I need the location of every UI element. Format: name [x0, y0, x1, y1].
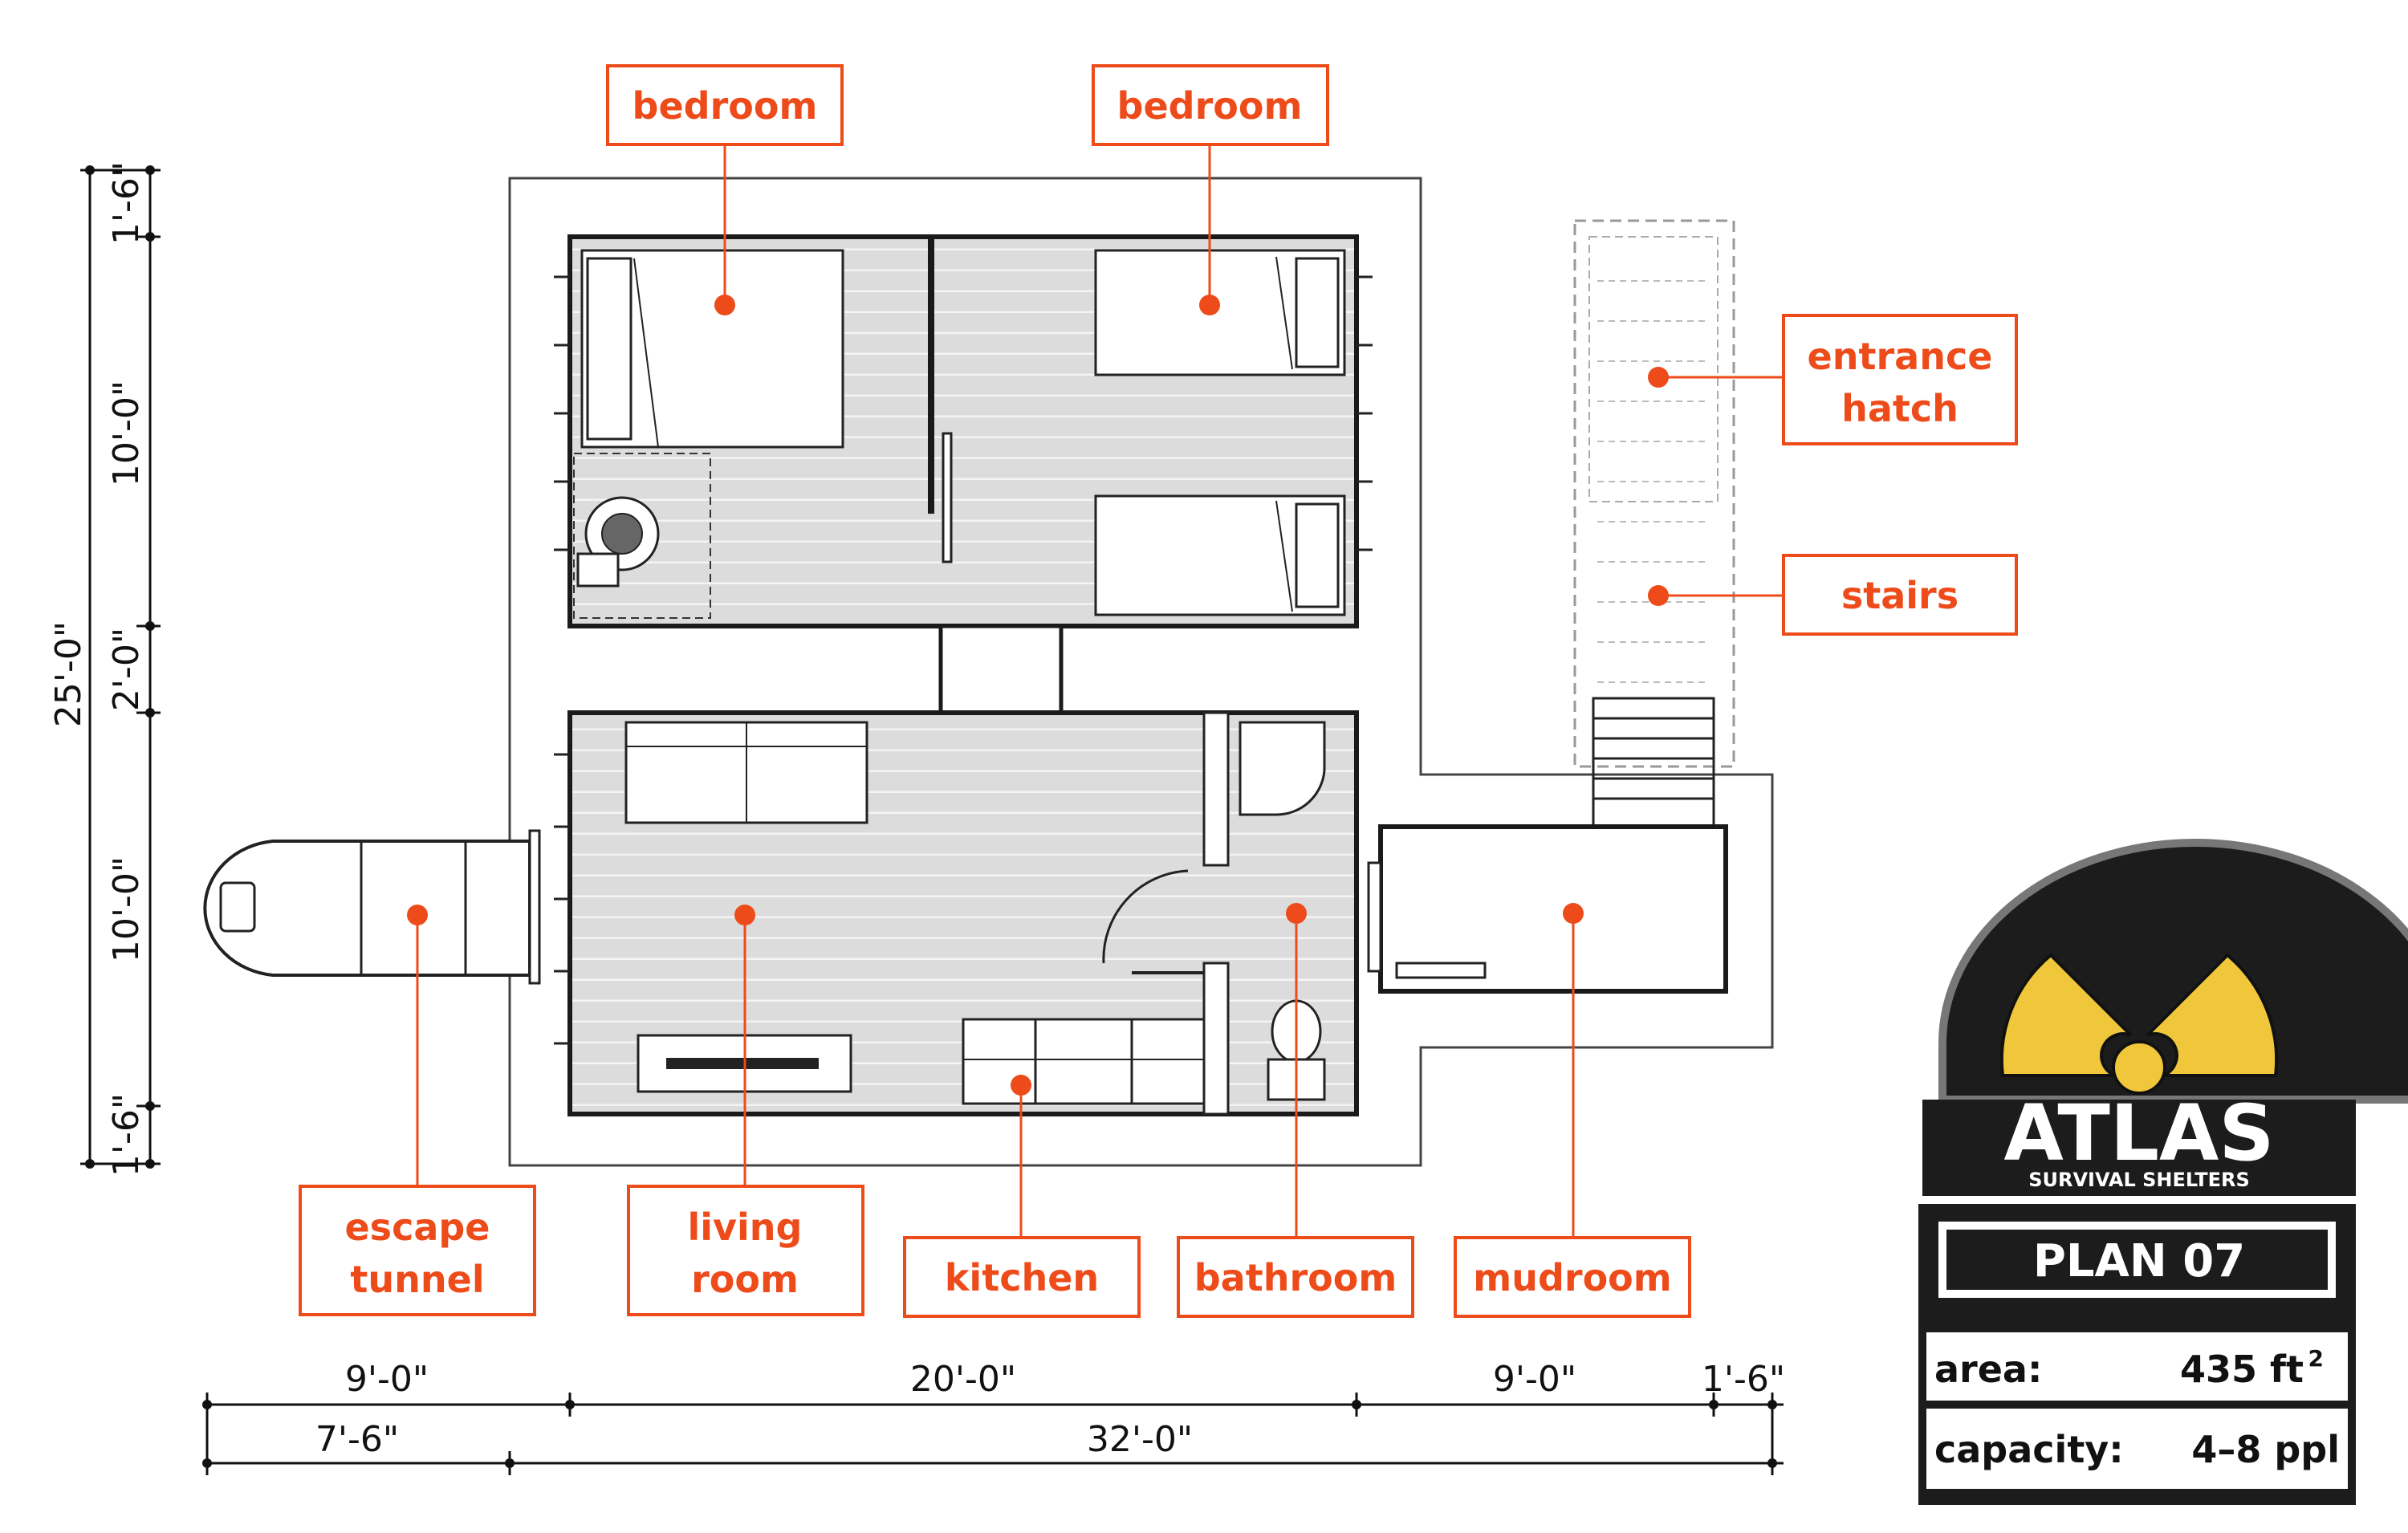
label-bathroom: bathroom	[1194, 1256, 1397, 1299]
corridor	[938, 624, 1064, 715]
dim-vertical-4: 1'-6"	[106, 1093, 147, 1177]
bedroom-block	[567, 234, 1359, 628]
label-box-bedroom-left	[606, 64, 844, 146]
label-box-living-room	[627, 1185, 864, 1316]
dim-horizontal-bottom-1: 32'-0"	[1087, 1419, 1193, 1460]
dim-horizontal-top-3: 1'-6"	[1702, 1359, 1785, 1400]
logo-area-label: area:	[1934, 1348, 2042, 1391]
label-escape-line1: escape	[344, 1206, 490, 1249]
dim-vertical-total: 25'-0"	[48, 621, 89, 727]
label-box-bathroom	[1177, 1236, 1414, 1318]
label-bedroom-left: bedroom	[633, 84, 818, 128]
label-entrance-line1: entrance	[1808, 335, 1993, 378]
label-box-entrance-hatch	[1782, 314, 2018, 445]
dim-vertical-1: 10'-0"	[106, 380, 147, 486]
atlas-logo: ATLAS SURVIVAL SHELTERS PLAN 07 area: 43…	[1918, 839, 2408, 1505]
label-escape-line2: tunnel	[350, 1258, 484, 1301]
dim-horizontal-top-0: 9'-0"	[345, 1359, 429, 1400]
logo-brand: ATLAS	[2004, 1088, 2275, 1178]
foundation-outline	[508, 177, 1774, 1167]
label-entrance-line2: hatch	[1841, 387, 1959, 430]
label-box-escape-tunnel	[299, 1185, 536, 1316]
logo-capacity-label: capacity:	[1934, 1428, 2124, 1471]
living-block	[567, 710, 1359, 1116]
dim-horizontal-top-2: 9'-0"	[1493, 1359, 1576, 1400]
label-living-line1: living	[688, 1206, 803, 1249]
dim-vertical-3: 10'-0"	[106, 856, 147, 962]
label-box-bedroom-right	[1092, 64, 1329, 146]
label-bedroom-right: bedroom	[1117, 84, 1303, 128]
label-box-kitchen	[903, 1236, 1141, 1318]
dim-vertical-2: 2'-0"	[106, 628, 147, 711]
stair-shaft	[1573, 219, 1735, 828]
dim-vertical-0: 1'-6"	[106, 161, 147, 245]
label-kitchen: kitchen	[945, 1256, 1099, 1299]
label-mudroom: mudroom	[1473, 1256, 1671, 1299]
label-box-mudroom	[1454, 1236, 1691, 1318]
logo-tagline: SURVIVAL SHELTERS	[2028, 1169, 2250, 1191]
dim-horizontal-top-1: 20'-0"	[910, 1359, 1016, 1400]
logo-plan: PLAN 07	[2033, 1235, 2245, 1287]
escape-tunnel-block	[203, 829, 541, 985]
logo-area-value: 435 ft	[2180, 1348, 2304, 1391]
logo-capacity-value: 4–8 ppl	[2191, 1428, 2340, 1471]
label-box-stairs	[1782, 554, 2018, 636]
label-living-line2: room	[691, 1258, 799, 1301]
dim-horizontal-bottom-0: 7'-6"	[315, 1419, 399, 1460]
mudroom-block	[1367, 824, 1728, 994]
logo-area-unit: 2	[2308, 1345, 2324, 1372]
label-stairs: stairs	[1841, 574, 1959, 617]
radiation-icon	[1999, 953, 2279, 1095]
